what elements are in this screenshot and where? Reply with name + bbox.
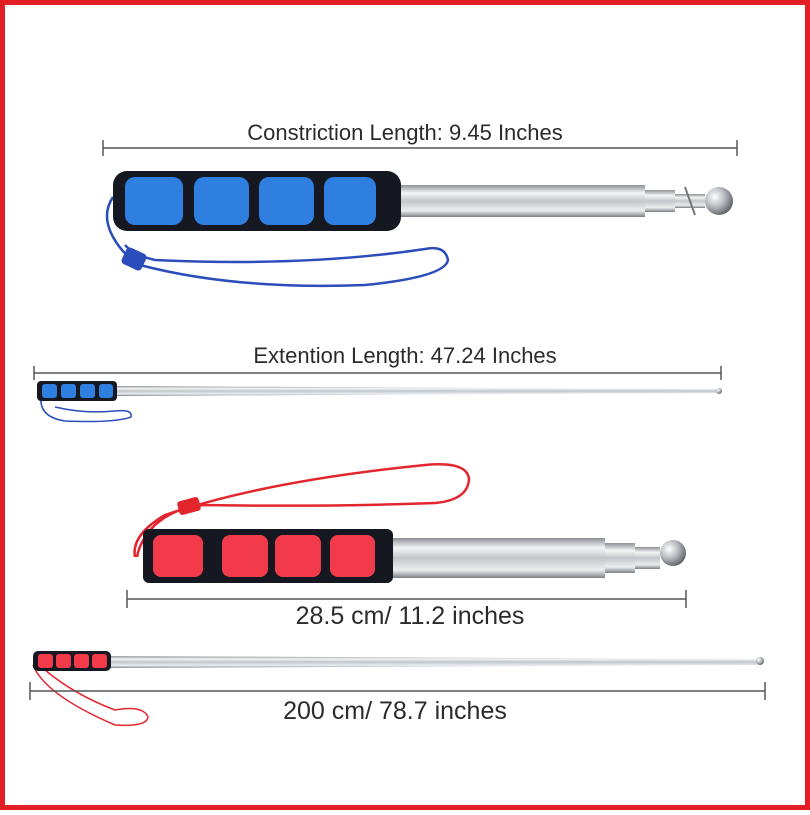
- dimension-line-extention: [33, 366, 722, 380]
- extention-length-label: Extention Length: 47.24 Inches: [253, 343, 557, 368]
- dimension-line-constriction: [102, 140, 738, 156]
- dimension-line-red-extended: [29, 682, 766, 700]
- pointer-illustration: [29, 140, 766, 727]
- blue-pointer-extended: [37, 381, 722, 423]
- blue-pointer-collapsed: [105, 171, 733, 288]
- red-collapsed-length-label: 28.5 cm/ 11.2 inches: [295, 602, 525, 630]
- red-extended-length-label: 200 cm/ 78.7 inches: [283, 697, 507, 725]
- constriction-length-label: Constriction Length: 9.45 Inches: [247, 120, 563, 145]
- red-pointer-collapsed: [133, 463, 686, 583]
- red-pointer-extended: [32, 651, 764, 727]
- dimension-line-red-collapsed: [126, 590, 687, 608]
